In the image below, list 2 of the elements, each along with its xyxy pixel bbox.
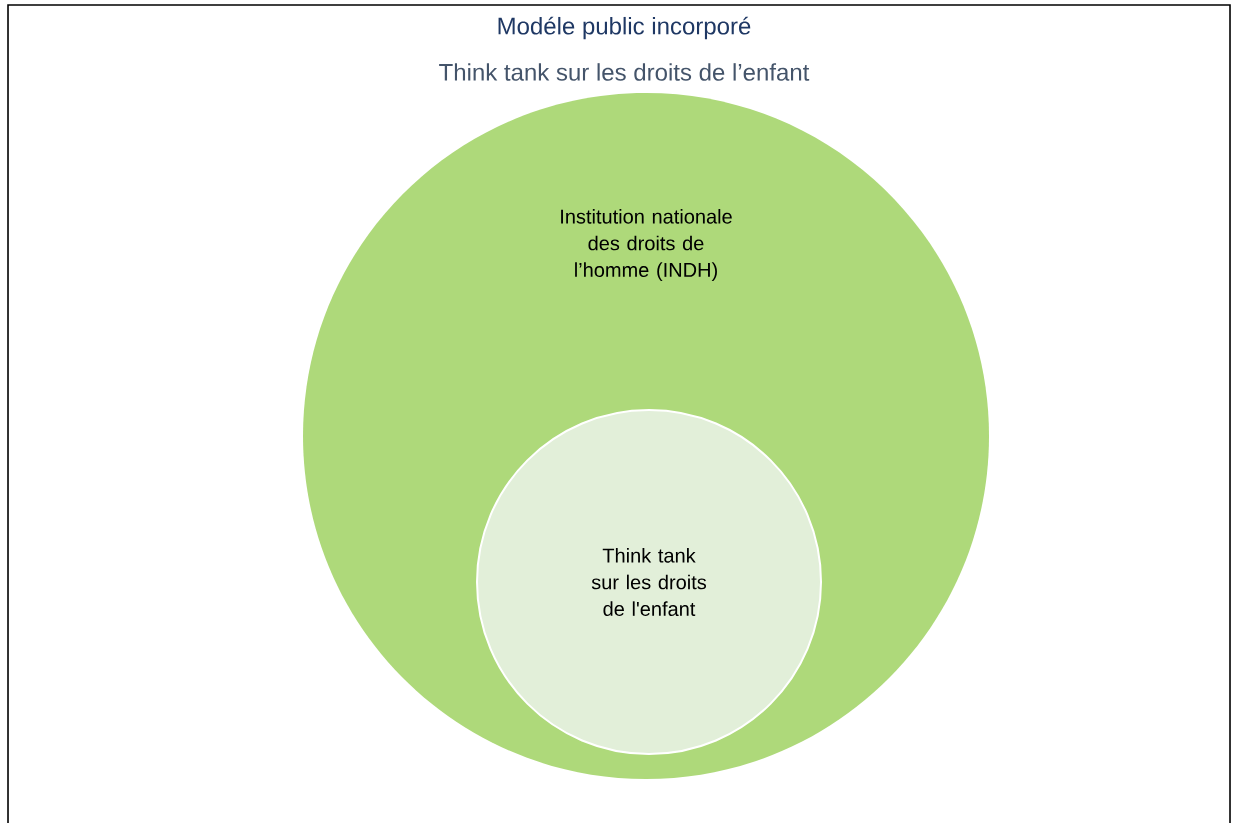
title: Modéle public incorporé	[498, 16, 751, 40]
subtitle: Think tank sur les droits de l’enfant	[439, 63, 810, 81]
